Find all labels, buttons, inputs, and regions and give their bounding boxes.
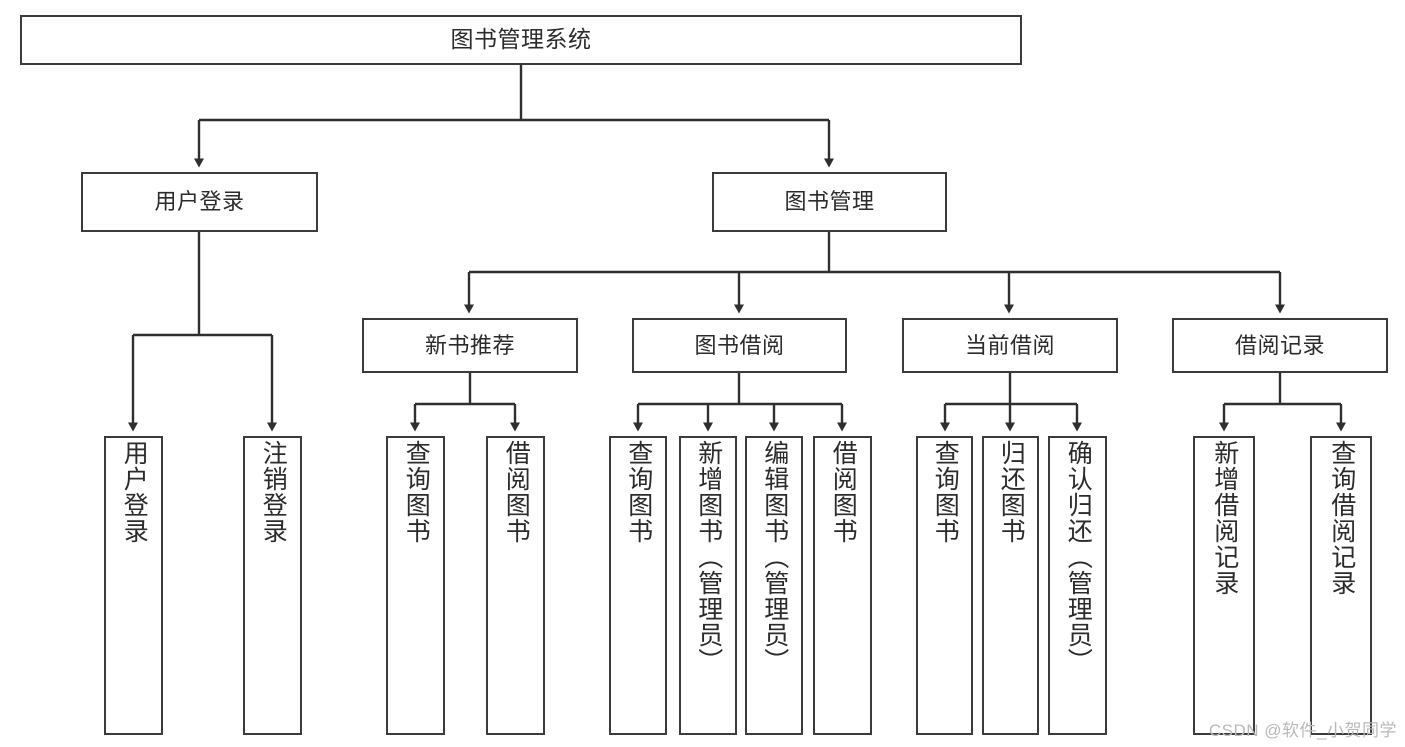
node-new-book-rec-label: 新书推荐 [424,332,515,358]
node-leaf-query-book-3[interactable]: 查询图书 [916,436,973,735]
node-leaf-borrow-book-2-label: 借阅图书 [829,440,858,544]
node-leaf-return-book-label: 归还图书 [997,440,1026,544]
node-leaf-query-book-3-label: 查询图书 [931,440,960,544]
node-borrow-record[interactable]: 借阅记录 [1172,318,1388,373]
node-leaf-borrow-book-2[interactable]: 借阅图书 [813,436,872,735]
node-current-borrow-label: 当前借阅 [964,332,1055,358]
node-borrow-record-label: 借阅记录 [1234,332,1325,358]
node-leaf-query-book-1-label: 查询图书 [402,440,431,544]
node-leaf-borrow-book-1-label: 借阅图书 [502,440,531,544]
node-new-book-rec[interactable]: 新书推荐 [362,318,578,373]
node-book-borrow-label: 图书借阅 [694,332,785,358]
node-leaf-add-book-label: 新增图书（管理员） [694,440,723,674]
node-leaf-edit-book[interactable]: 编辑图书（管理员） [745,436,803,735]
node-book-borrow[interactable]: 图书借阅 [632,318,847,373]
node-leaf-logout-label: 注销登录 [259,440,288,544]
node-root[interactable]: 图书管理系统 [20,15,1022,65]
node-leaf-query-book-2-label: 查询图书 [624,440,653,544]
node-leaf-user-login[interactable]: 用户登录 [104,436,163,735]
node-current-borrow[interactable]: 当前借阅 [902,318,1118,373]
node-leaf-edit-book-label: 编辑图书（管理员） [760,440,789,674]
node-leaf-logout[interactable]: 注销登录 [243,436,302,735]
node-leaf-query-record-label: 查询借阅记录 [1327,440,1356,596]
node-leaf-confirm-return-label: 确认归还（管理员） [1064,440,1093,674]
node-user-login[interactable]: 用户登录 [81,172,318,232]
node-leaf-confirm-return[interactable]: 确认归还（管理员） [1048,436,1107,735]
node-leaf-query-record[interactable]: 查询借阅记录 [1310,436,1372,735]
node-leaf-borrow-book-1[interactable]: 借阅图书 [486,436,545,735]
node-root-label: 图书管理系统 [450,26,592,53]
node-leaf-return-book[interactable]: 归还图书 [982,436,1039,735]
node-user-login-label: 用户登录 [154,189,245,215]
node-leaf-query-book-1[interactable]: 查询图书 [386,436,445,735]
watermark: CSDN @软件_小贺同学 [1208,721,1397,740]
node-leaf-add-record[interactable]: 新增借阅记录 [1193,436,1255,735]
node-leaf-user-login-label: 用户登录 [120,440,149,544]
node-leaf-add-record-label: 新增借阅记录 [1210,440,1239,596]
node-leaf-query-book-2[interactable]: 查询图书 [609,436,667,735]
node-book-manage[interactable]: 图书管理 [712,172,947,232]
node-leaf-add-book[interactable]: 新增图书（管理员） [679,436,737,735]
node-book-manage-label: 图书管理 [784,189,875,215]
